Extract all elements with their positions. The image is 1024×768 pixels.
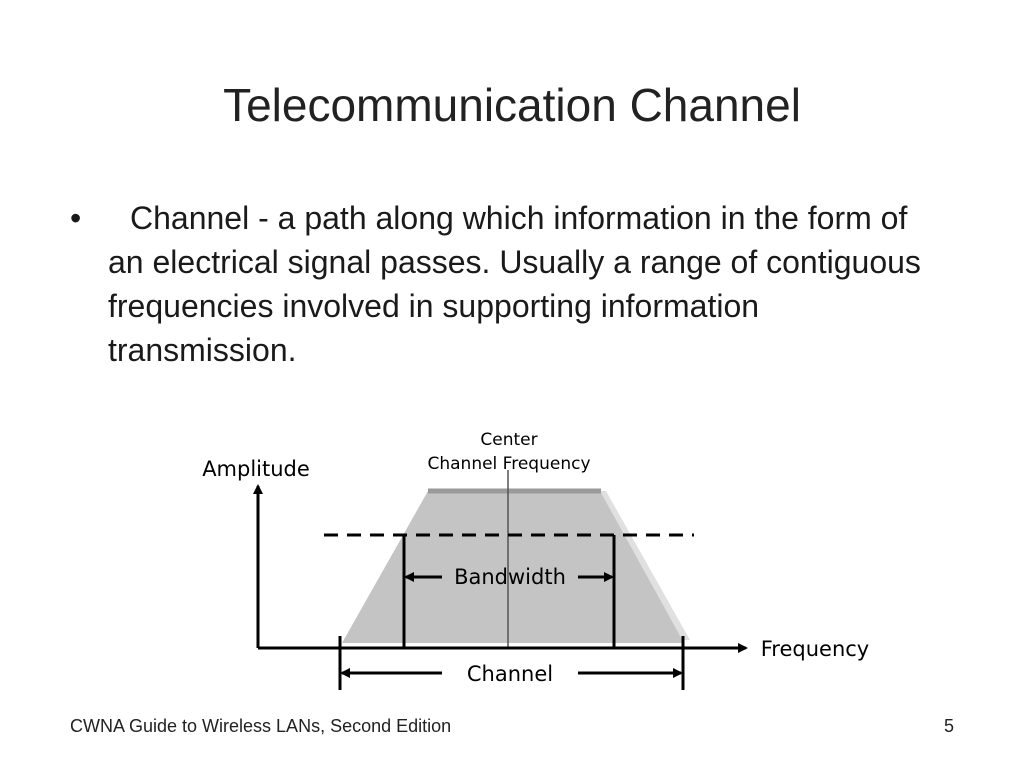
- center-frequency-label-line1: Center: [480, 430, 537, 450]
- channel-trapezoid: [342, 491, 684, 643]
- center-frequency-label-line2: Channel Frequency: [427, 454, 590, 474]
- footer-source: CWNA Guide to Wireless LANs, Second Edit…: [70, 716, 452, 736]
- channel-label: Channel: [467, 662, 553, 686]
- x-axis-label: Frequency: [761, 637, 870, 661]
- trapezoid-shadow: [598, 491, 690, 640]
- bullet-item: • Channel - a path along which informati…: [70, 196, 930, 372]
- slide-title: Telecommunication Channel: [223, 79, 801, 131]
- bullet-symbol: •: [70, 200, 82, 236]
- y-axis-label: Amplitude: [202, 457, 310, 481]
- bullet-text: Channel - a path along which information…: [108, 200, 921, 368]
- bandwidth-label: Bandwidth: [454, 565, 566, 589]
- page-number: 5: [943, 716, 954, 736]
